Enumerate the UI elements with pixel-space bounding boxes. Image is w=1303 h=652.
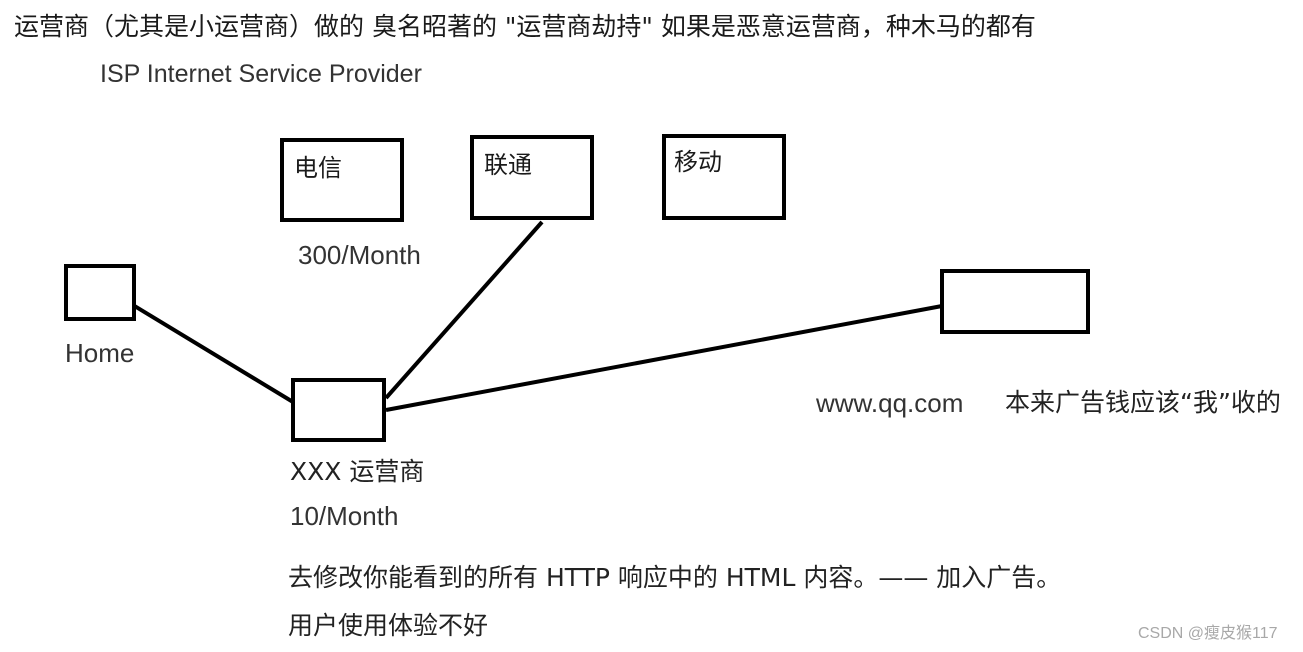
unicom-label: 联通 bbox=[484, 151, 532, 179]
mobile-label: 移动 bbox=[674, 148, 722, 176]
user-experience-note: 用户使用体验不好 bbox=[288, 611, 489, 640]
mobile-box: 移动 bbox=[662, 134, 786, 220]
unicom-box: 联通 bbox=[470, 135, 594, 220]
xxx-isp-label: XXX 运营商 bbox=[290, 457, 425, 486]
home-box bbox=[64, 264, 136, 321]
page-title: 运营商（尤其是小运营商）做的 臭名昭著的 "运营商劫持" 如果是恶意运营商，种木… bbox=[14, 12, 1036, 41]
xxx-isp-box bbox=[291, 378, 386, 442]
home-label: Home bbox=[65, 338, 135, 368]
line-home-to-xxx-isp bbox=[116, 294, 295, 404]
website-label: www.qq.com bbox=[816, 388, 964, 418]
isp-subtitle: ISP Internet Service Provider bbox=[100, 60, 422, 88]
line-xxx-isp-to-website bbox=[385, 304, 943, 412]
line-xxx-isp-to-unicom bbox=[384, 220, 544, 400]
telecom-price: 300/Month bbox=[298, 240, 421, 270]
website-box bbox=[940, 269, 1090, 334]
watermark: CSDN @瘦皮猴117 bbox=[1138, 625, 1278, 642]
telecom-label: 电信 bbox=[294, 154, 342, 182]
telecom-box: 电信 bbox=[280, 138, 404, 222]
hijack-description: 去修改你能看到的所有 HTTP 响应中的 HTML 内容。—— 加入广告。 bbox=[288, 563, 1062, 592]
ad-revenue-note: 本来广告钱应该“我”收的 bbox=[1005, 388, 1281, 417]
xxx-isp-price: 10/Month bbox=[290, 501, 399, 531]
